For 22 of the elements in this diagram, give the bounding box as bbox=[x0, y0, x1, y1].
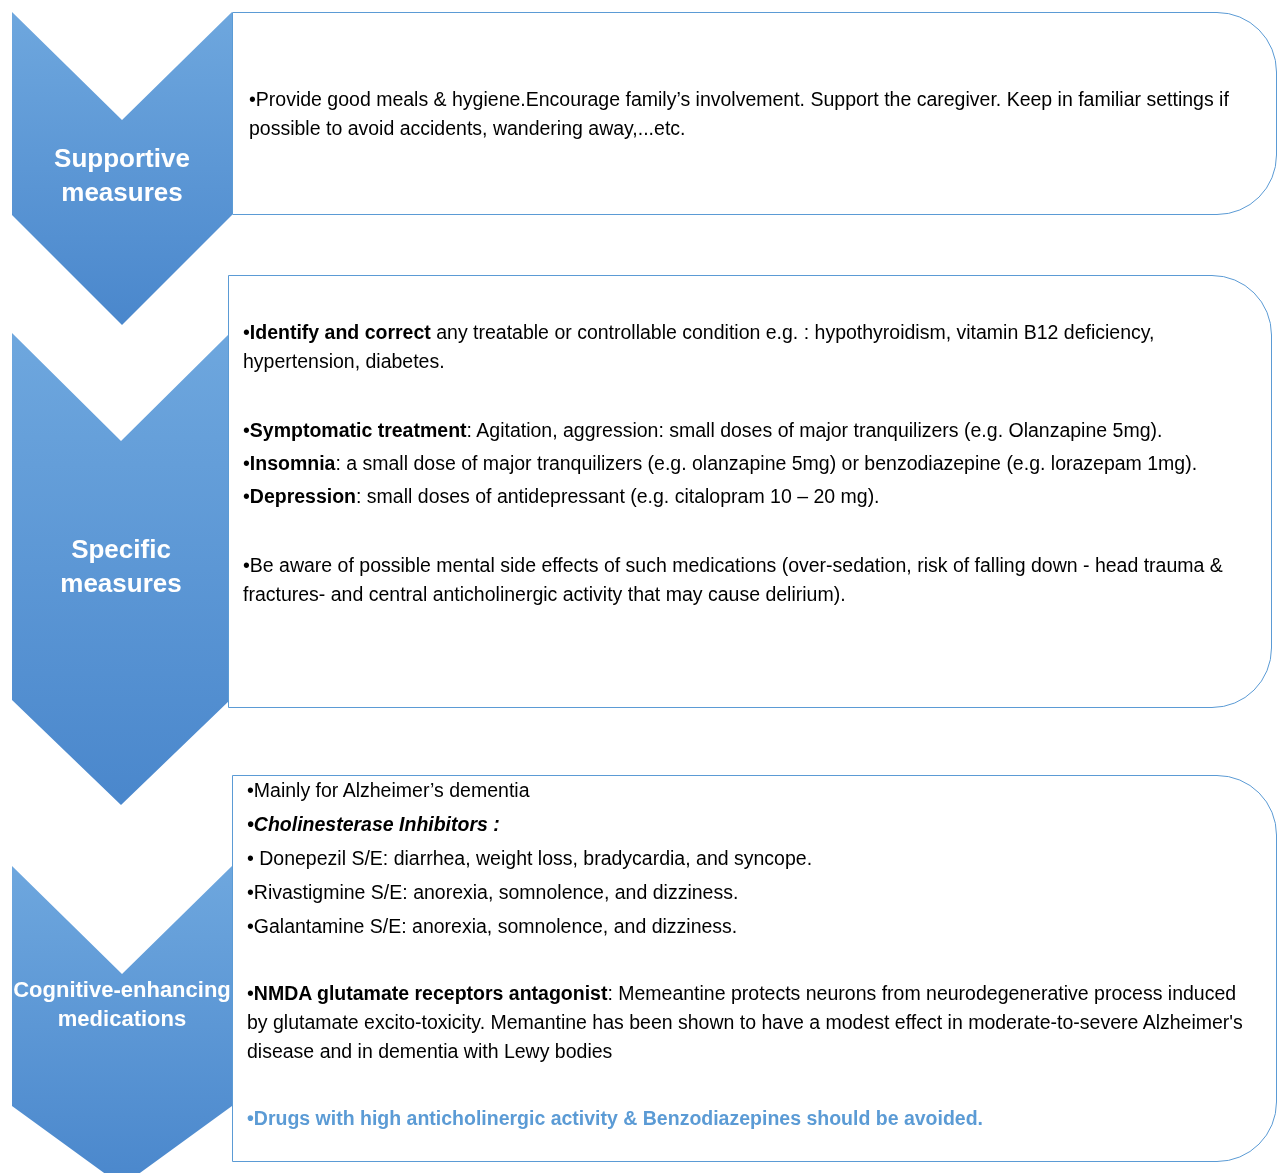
chevron-arrow bbox=[12, 333, 230, 805]
chevron-arrow bbox=[12, 866, 232, 1173]
content-panel bbox=[232, 775, 1277, 1162]
section-title: Cognitive-enhancing medications bbox=[12, 976, 232, 1033]
content-panel bbox=[232, 12, 1277, 215]
bullet-text: •Rivastigmine S/E: anorexia, somnolence, and dizziness. bbox=[247, 880, 740, 905]
bullet-text: •Galantamine S/E: anorexia, somnolence, and dizziness. bbox=[247, 914, 739, 939]
section-title: Specific measures bbox=[59, 533, 183, 600]
section-title: Supportive measures bbox=[53, 142, 191, 209]
bullet-text: •Identify and correct any treatable or controllable condition e.g. : hypothyroidism, vitamin B12 deficiency, hypertension, diabetes. bbox=[243, 320, 1156, 374]
bullet-text: •Mainly for Alzheimer’s dementia bbox=[247, 778, 531, 803]
chevron-arrow bbox=[12, 12, 232, 325]
bullet-text: •Drugs with high anticholinergic activity & Benzodiazepines should be avoided. bbox=[247, 1106, 984, 1131]
content-panel bbox=[228, 275, 1272, 708]
bullet-text: • Donepezil S/E: diarrhea, weight loss, bradycardia, and syncope. bbox=[247, 846, 814, 871]
bullet-text: •Provide good meals & hygiene.Encourage family’s involvement. Support the caregiver. Keep in familiar settings if possible to avoid accidents, wandering away,...etc. bbox=[249, 87, 1230, 141]
bullet-text: •NMDA glutamate receptors antagonist: Memeantine protects neurons from neurodegenerative process induced by glutamate excito-toxicity. Memantine has been shown to have a modest effect in moderate-to-severe Alzheimer's disease and in dementia with Lewy bodies bbox=[247, 981, 1244, 1064]
bullet-text: •Be aware of possible mental side effects of such medications (over-sedation, risk of falling down - head trauma & fractures- and central anticholinergic activity that may cause delirium). bbox=[243, 553, 1224, 607]
bullet-text: •Cholinesterase Inhibitors : bbox=[247, 812, 501, 837]
bullet-text: •Depression: small doses of antidepressant (e.g. citalopram 10 – 20 mg). bbox=[243, 484, 881, 509]
bullet-text: •Symptomatic treatment: Agitation, aggression: small doses of major tranquilizers (e.g. Olanzapine 5mg). bbox=[243, 418, 1164, 443]
bullet-text: •Insomnia: a small dose of major tranquilizers (e.g. olanzapine 5mg) or benzodiazepine (e.g. lorazepam 1mg). bbox=[243, 451, 1199, 476]
